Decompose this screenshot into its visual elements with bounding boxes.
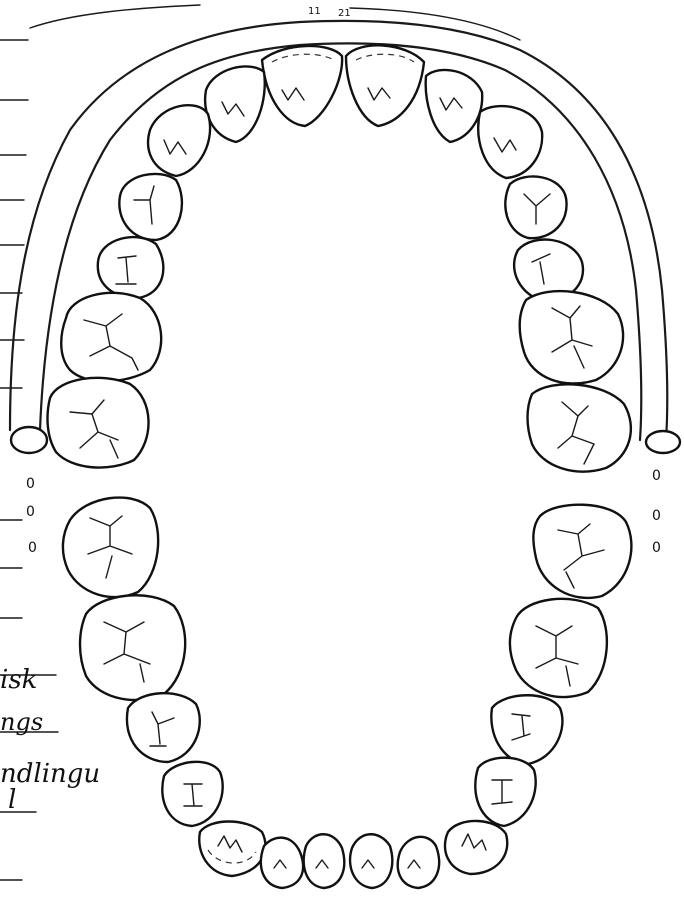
right-oval-marks: 0 0 0	[652, 468, 661, 556]
lower-canine-33	[445, 821, 507, 874]
left-arch-end-knob	[11, 427, 47, 453]
upper-premolar-24	[505, 176, 566, 238]
right-oval-mark-3: 0	[652, 540, 661, 556]
margin-handwritten-notes: isk ngs ndlingu l	[0, 665, 100, 815]
tooth-number-21: 21	[338, 8, 351, 19]
lower-molar-36	[510, 599, 607, 697]
upper-molar-27	[528, 384, 631, 471]
upper-canine-left	[148, 105, 210, 176]
lower-teeth	[63, 498, 631, 888]
lower-central-incisor-41	[304, 834, 345, 888]
upper-molar-26	[520, 291, 623, 383]
upper-molar-16	[61, 293, 161, 381]
upper-molar-17	[48, 378, 149, 468]
lower-canine-43	[199, 822, 265, 877]
upper-lateral-incisor-right	[426, 70, 482, 142]
right-arch-end-knob	[646, 431, 680, 453]
upper-incisor-21	[346, 45, 424, 126]
margin-note-4: l	[8, 785, 16, 815]
right-oval-mark-2: 0	[652, 508, 661, 524]
lower-premolar-44	[162, 762, 222, 826]
margin-ruled-lines	[0, 40, 58, 880]
left-oval-mark-2: 0	[26, 504, 35, 520]
tooth-number-11: 11	[308, 6, 321, 17]
upper-premolar-14	[119, 174, 182, 240]
margin-note-2: ngs	[0, 708, 43, 736]
left-oval-mark-3: 0	[28, 540, 37, 556]
lower-premolar-34	[475, 758, 535, 826]
left-oval-marks: 0 0 0	[26, 476, 37, 556]
lower-lateral-incisor-32	[398, 837, 439, 888]
left-oval-mark-1: 0	[26, 476, 35, 492]
lower-central-incisor-31	[350, 834, 392, 888]
margin-note-1: isk	[0, 665, 37, 695]
upper-teeth	[48, 45, 631, 471]
lower-molar-46	[80, 595, 185, 700]
upper-incisor-11	[262, 46, 342, 126]
lower-lateral-incisor-42	[261, 838, 303, 888]
lower-premolar-45	[127, 693, 200, 762]
lower-premolar-35	[491, 695, 562, 764]
upper-canine-right	[478, 106, 542, 178]
lower-molar-37	[533, 505, 631, 598]
upper-premolar-15	[98, 237, 164, 298]
right-oval-mark-1: 0	[652, 468, 661, 484]
upper-lateral-incisor-left	[205, 66, 265, 142]
lower-molar-47	[63, 498, 158, 598]
